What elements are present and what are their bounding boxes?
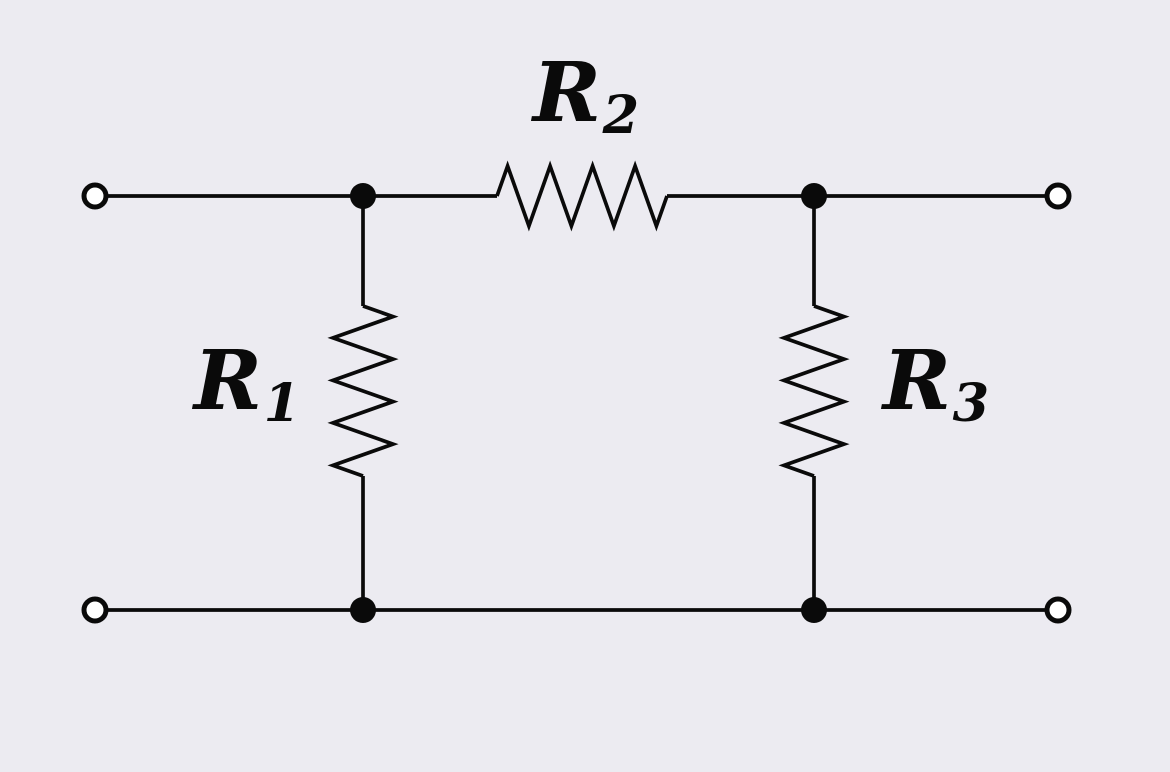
resistor-subscript: 1 xyxy=(263,372,301,434)
junctions-group xyxy=(350,183,827,623)
resistor-symbol: R xyxy=(193,333,263,429)
resistor-symbol: R xyxy=(532,45,602,141)
junction-bottom-right xyxy=(801,597,827,623)
resistor-r1-symbol xyxy=(327,304,399,478)
resistor-r2-symbol xyxy=(495,160,669,232)
terminals-group xyxy=(81,182,1072,624)
junction-bottom-left xyxy=(350,597,376,623)
label-r1: R1 xyxy=(194,340,300,429)
terminal-top-left xyxy=(81,182,109,210)
resistor-symbol: R xyxy=(882,333,952,429)
wires-group xyxy=(95,160,1058,612)
label-r2: R2 xyxy=(533,52,639,141)
resistor-r3-symbol xyxy=(778,304,850,478)
label-r3: R3 xyxy=(883,340,989,429)
terminal-bottom-left xyxy=(81,596,109,624)
resistor-subscript: 3 xyxy=(952,372,990,434)
terminal-bottom-right xyxy=(1044,596,1072,624)
resistor-subscript: 2 xyxy=(602,84,640,146)
junction-top-right xyxy=(801,183,827,209)
terminal-top-right xyxy=(1044,182,1072,210)
junction-top-left xyxy=(350,183,376,209)
